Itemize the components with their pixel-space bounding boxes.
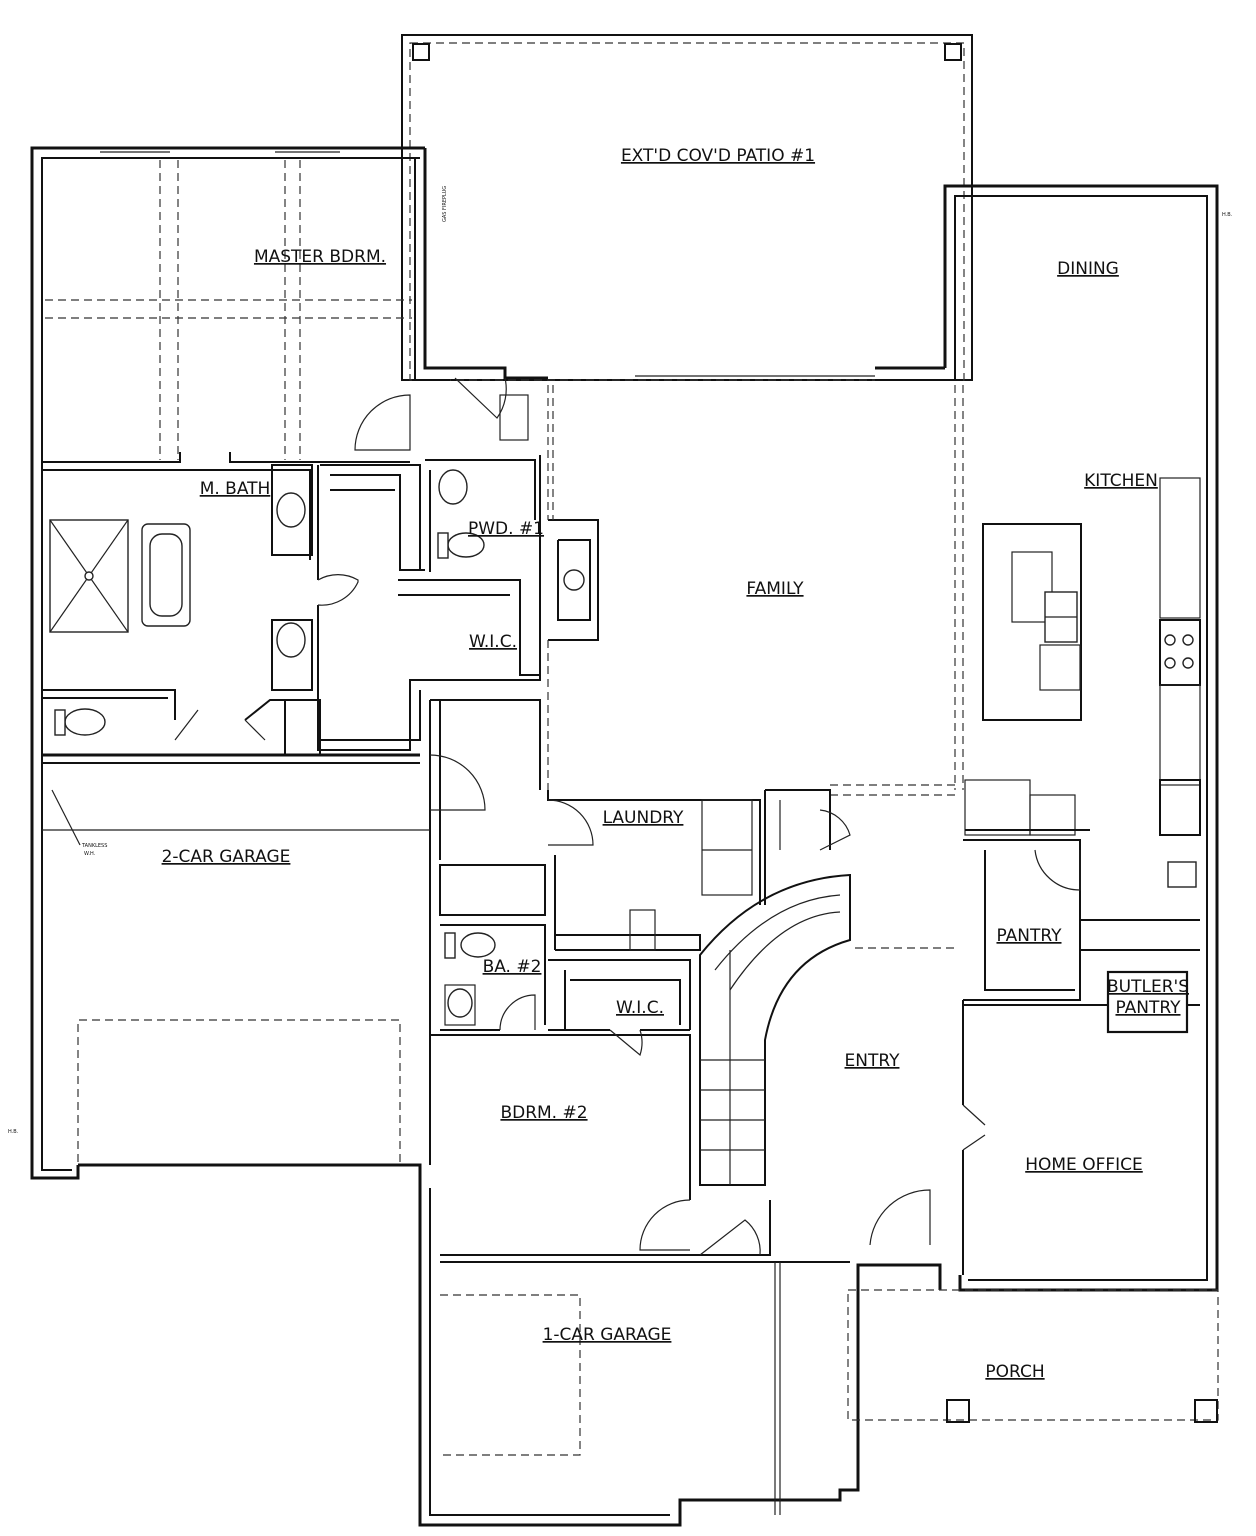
family-label: FAMILY (746, 579, 804, 599)
entry-label: ENTRY (845, 1051, 901, 1071)
master-bedroom-label: MASTER BDRM. (254, 247, 386, 267)
wic-2-label: W.I.C. (616, 998, 664, 1018)
interior-walls (42, 375, 1201, 1515)
butlers-pantry-box (1106, 970, 1189, 1034)
bedroom-2-label: BDRM. #2 (500, 1103, 587, 1123)
pantry-label: PANTRY (996, 926, 1062, 946)
room-labels: EXT'D COV'D PATIO #1 MASTER BDRM. DINING… (162, 146, 1189, 1382)
annotations: GAS FIREPLUG TANKLESS W.H. H.B. H.B. (8, 186, 1233, 1135)
powder-label: PWD. #1 (468, 519, 544, 539)
butlers-pantry-label-1: BUTLER'S (1107, 977, 1189, 997)
master-bedroom-ceiling (45, 160, 412, 460)
bath-2-label: BA. #2 (483, 957, 542, 977)
laundry-label: LAUNDRY (603, 808, 684, 828)
doors (174, 377, 1081, 1256)
master-bath-label: M. BATH (200, 479, 271, 499)
patio-structure (401, 34, 973, 381)
garage-1car-label: 1-CAR GARAGE (543, 1325, 672, 1345)
tankless-note-2: W.H. (84, 851, 96, 857)
dining-label: DINING (1057, 259, 1119, 279)
butlers-pantry-label-2: PANTRY (1115, 998, 1181, 1018)
porch-label: PORCH (985, 1362, 1044, 1382)
fixtures (49, 469, 1197, 1018)
wic-master-label: W.I.C. (469, 632, 517, 652)
tankless-note: TANKLESS (81, 843, 107, 849)
kitchen-label: KITCHEN (1084, 471, 1158, 491)
hose-bib-right-note: H.B. (1222, 212, 1233, 218)
hose-bib-left-note: H.B. (8, 1129, 19, 1135)
fireplug-note: GAS FIREPLUG (442, 186, 448, 222)
garage-2car-label: 2-CAR GARAGE (162, 847, 291, 867)
patio-label: EXT'D COV'D PATIO #1 (621, 146, 815, 166)
home-office-label: HOME OFFICE (1025, 1155, 1143, 1175)
exterior-walls (30, 146, 1219, 1527)
